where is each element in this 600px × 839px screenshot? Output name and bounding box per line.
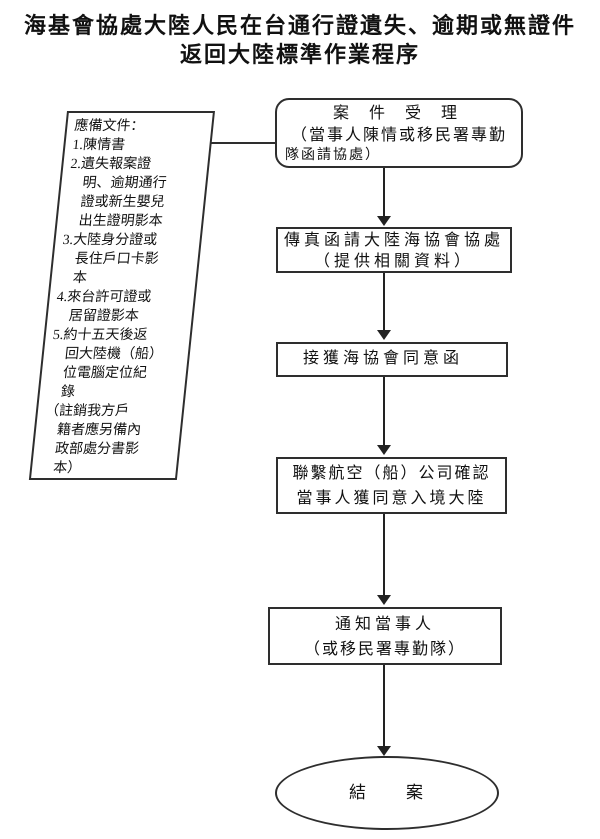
flow-arrow-4 (377, 514, 391, 605)
flow-step-fax-request: 傳真函請大陸海協會協處 （提供相關資料） (276, 227, 512, 273)
flow-end-case-closed: 結 案 (275, 756, 499, 830)
step4-line2: 當事人獲同意入境大陸 (296, 490, 487, 507)
flow-arrow-1 (377, 168, 391, 226)
flow-step-contact-carrier: 聯繫航空（船）公司確認 當事人獲同意入境大陸 (276, 457, 507, 514)
step1-line3: 隊函請協處） (285, 148, 381, 163)
page-title-line2: 返回大陸標準作業程序 (179, 42, 420, 67)
step5-line2: （或移民署專勤隊） (303, 641, 466, 658)
flow-step-case-acceptance: 案 件 受 理 （當事人陳情或移民署專勤 隊函請協處） (275, 98, 523, 168)
arrow-line (383, 168, 385, 216)
page-title-line1: 海基會協處大陸人民在台通行證遺失、逾期或無證件 (23, 13, 576, 38)
page-title: 海基會協處大陸人民在台通行證遺失、逾期或無證件 返回大陸標準作業程序 (0, 11, 600, 69)
arrow-line (383, 514, 385, 595)
flow-arrow-3 (377, 377, 391, 455)
flow-arrow-5 (377, 665, 391, 756)
arrow-down-icon (377, 216, 391, 226)
arrow-down-icon (377, 595, 391, 605)
step1-line2: （當事人陳情或移民署專勤 (290, 127, 507, 144)
required-documents-note: 應備文件： 1.陳情書 2.遺失報案證 明、逾期通行 證或新生嬰兒 出生證明影本… (28, 111, 216, 480)
arrow-line (383, 665, 385, 746)
step4-line1: 聯繫航空（船）公司確認 (292, 465, 491, 482)
flow-arrow-2 (377, 273, 391, 340)
arrow-line (383, 273, 385, 330)
flow-step-notify-party: 通知當事人 （或移民署專勤隊） (268, 607, 502, 665)
flow-step-receive-consent: 接獲海協會同意函 (276, 342, 508, 377)
step5-line1: 通知當事人 (334, 616, 435, 633)
arrow-line (383, 377, 385, 445)
arrow-down-icon (377, 330, 391, 340)
arrow-down-icon (377, 746, 391, 756)
step2-line1: 傳真函請大陸海協會協處 (283, 232, 504, 249)
step2-line2: （提供相關資料） (313, 253, 474, 270)
arrow-down-icon (377, 445, 391, 455)
note-to-step1-connector (211, 142, 275, 144)
step1-line1: 案 件 受 理 (332, 105, 465, 122)
